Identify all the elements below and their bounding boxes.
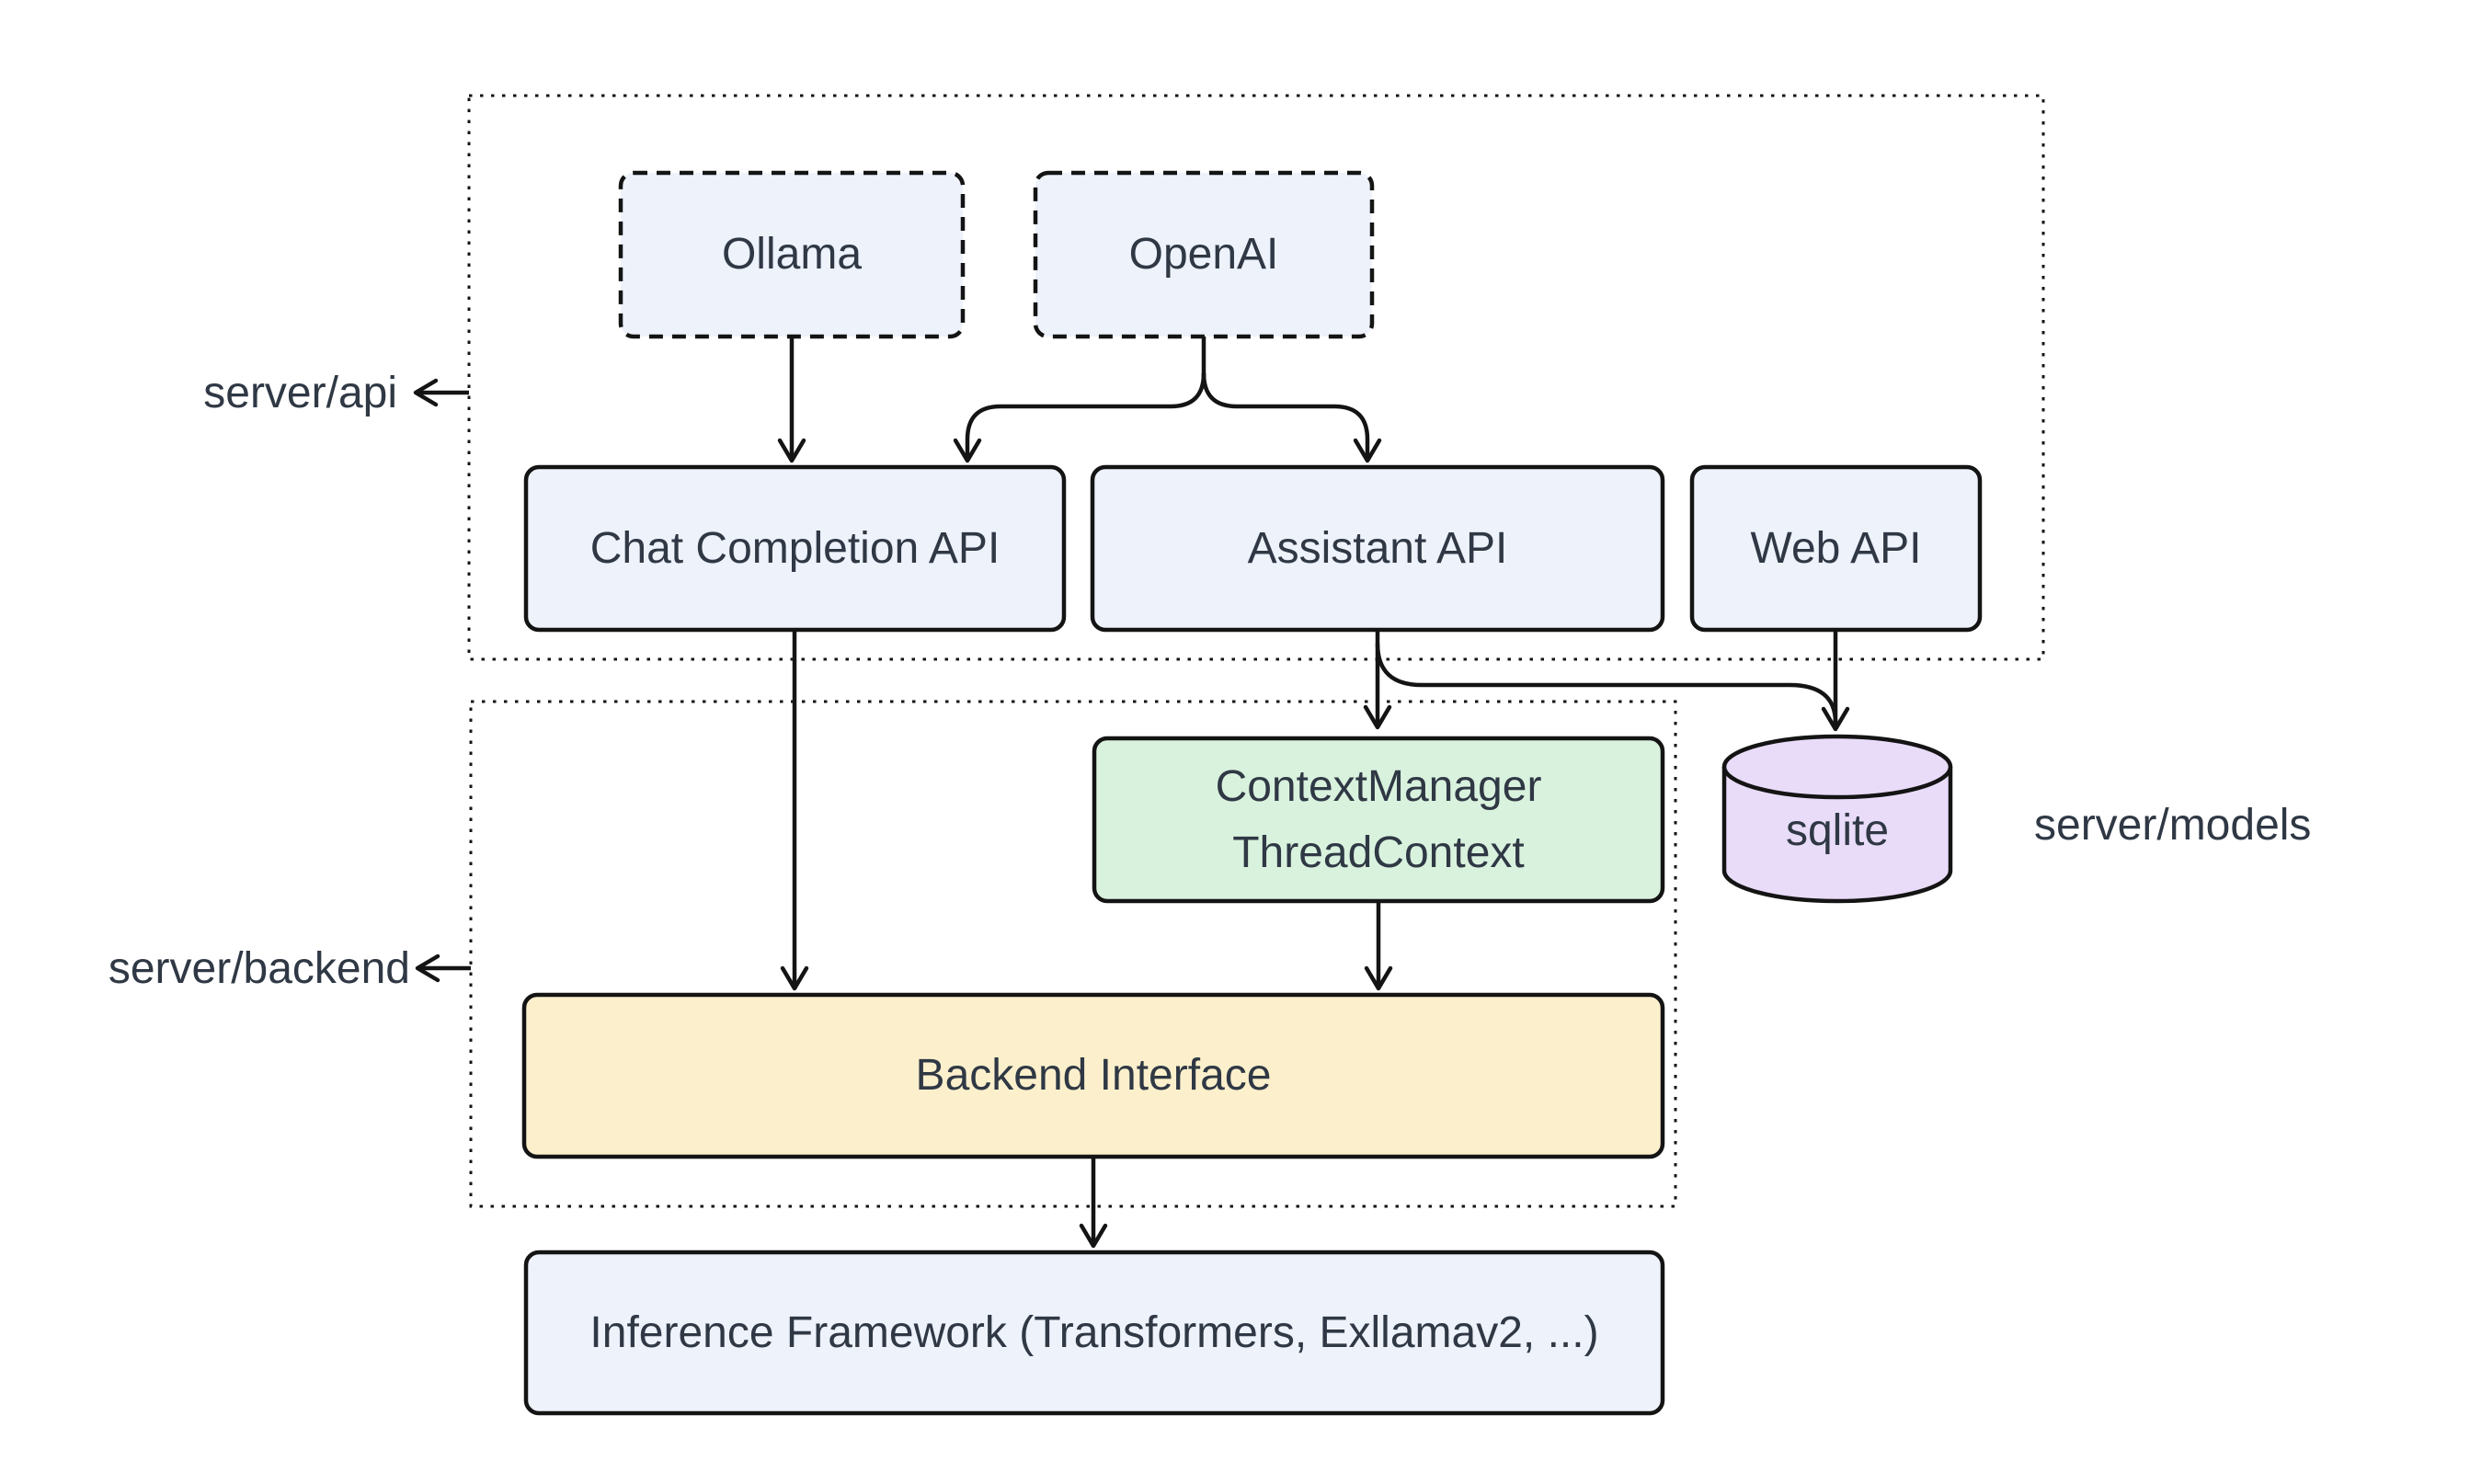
server-api-label: server/api (203, 369, 397, 417)
node-context-manager-box (1092, 736, 1665, 904)
edge-openai-to-chat-completion-api (953, 372, 1206, 463)
node-ollama-box (618, 170, 966, 339)
node-assistant-api-box (1090, 464, 1665, 633)
server-api-group-border (467, 94, 2045, 661)
node-chat-completion-api-box (523, 464, 1067, 633)
sqlite-database-cylinder (1721, 734, 1953, 904)
server-models-label: server/models (2034, 801, 2312, 850)
node-openai-box (1033, 170, 1375, 339)
edge-assistant-api-to-sqlite (1375, 643, 1838, 724)
server-backend-group-border (469, 700, 1677, 1208)
node-web-api-box (1689, 464, 1983, 633)
node-backend-interface-box (521, 992, 1665, 1159)
node-inference-framework-box (523, 1250, 1665, 1416)
edge-openai-to-assistant-api (1201, 372, 1382, 463)
server-backend-label: server/backend (108, 944, 410, 993)
